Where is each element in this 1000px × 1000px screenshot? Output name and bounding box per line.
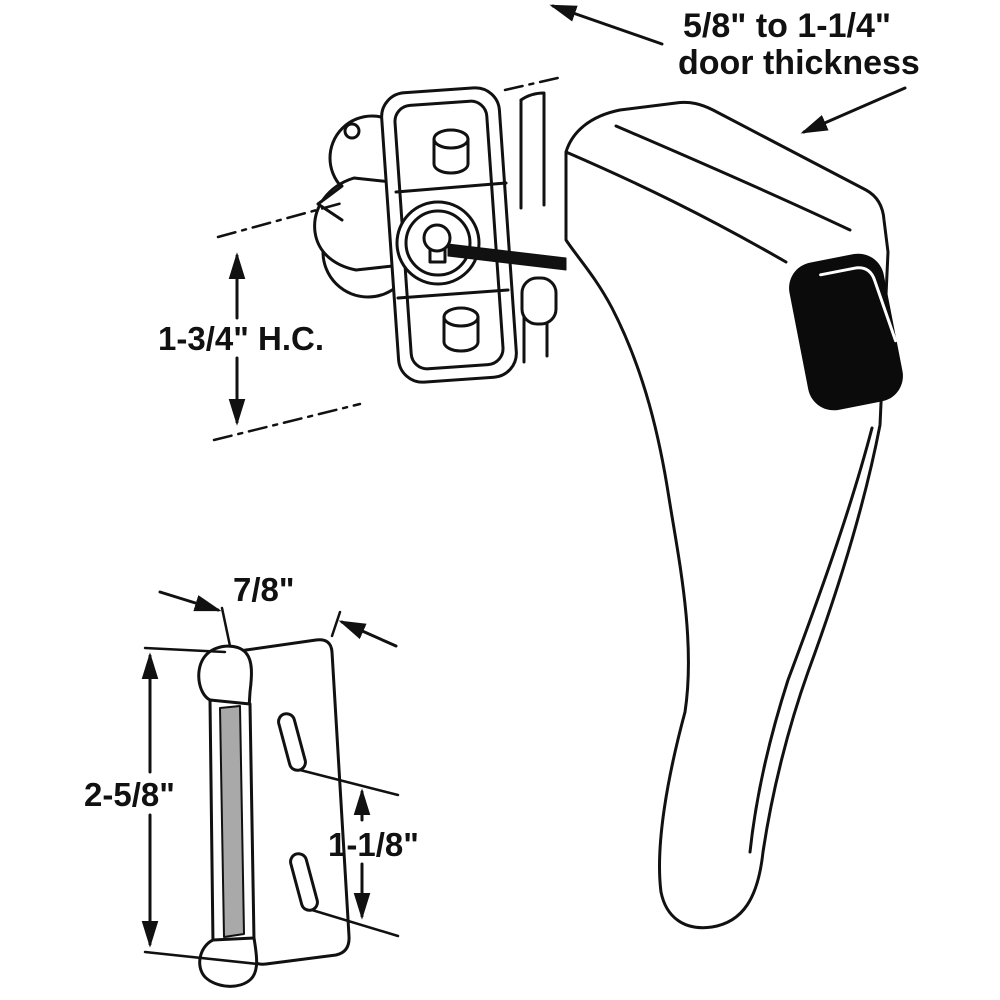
leader-to-handle bbox=[800, 86, 907, 134]
leader-to-door bbox=[549, 4, 664, 46]
push-button bbox=[789, 253, 903, 411]
dimension-plate-height bbox=[141, 646, 260, 966]
dimension-plate-width bbox=[158, 590, 398, 648]
bracket-channel bbox=[219, 705, 245, 938]
hole-center-extension-top bbox=[216, 200, 348, 239]
door-thickness-label-line1: 5/8" to 1-1/4" bbox=[683, 7, 891, 45]
mounting-plate bbox=[380, 86, 518, 384]
plate-width-arrow-right bbox=[338, 620, 398, 648]
bracket-top-hook bbox=[197, 644, 253, 710]
grip-ridge bbox=[748, 426, 874, 854]
hole-centers-label: 1-3/4" H.C. bbox=[158, 320, 324, 357]
mounting-plate-panel-lines bbox=[394, 181, 510, 300]
slot-spacing-extensions bbox=[298, 768, 400, 938]
latch-bracket bbox=[197, 644, 259, 988]
push-button-highlight bbox=[819, 266, 898, 343]
handle-front-ridge bbox=[564, 150, 788, 264]
latch-tooth bbox=[316, 184, 344, 222]
plate-height-label: 2-5/8" bbox=[84, 776, 175, 813]
latch-screw-hole bbox=[343, 122, 361, 140]
plate-width-label: 7/8" bbox=[233, 571, 295, 608]
screw-post-top bbox=[432, 128, 470, 175]
lock-cylinder bbox=[395, 200, 481, 286]
keyhole bbox=[422, 223, 452, 253]
handle-top-chamfer bbox=[614, 124, 852, 232]
screw-post-bottom bbox=[442, 306, 480, 353]
handle-body bbox=[564, 100, 890, 930]
spacer-bushing bbox=[520, 276, 558, 326]
dimension-slot-spacing bbox=[298, 768, 400, 938]
plate-width-arrow-left bbox=[158, 590, 222, 612]
labels: 5/8" to 1-1/4" door thickness 1-3/4" H.C… bbox=[84, 7, 920, 863]
hole-center-extension-bottom bbox=[212, 402, 362, 442]
spindle bbox=[447, 243, 567, 271]
slot-spacing-label: 1-1/8" bbox=[328, 826, 419, 863]
door-centerline bbox=[503, 75, 564, 92]
dimension-hole-centers bbox=[212, 200, 362, 442]
plate-width-extensions bbox=[220, 606, 342, 648]
plate-height-extensions bbox=[143, 646, 260, 966]
dimension-door-thickness bbox=[549, 4, 907, 134]
strike-plate bbox=[231, 638, 351, 966]
door-thickness-label-line2: door thickness bbox=[678, 44, 920, 82]
